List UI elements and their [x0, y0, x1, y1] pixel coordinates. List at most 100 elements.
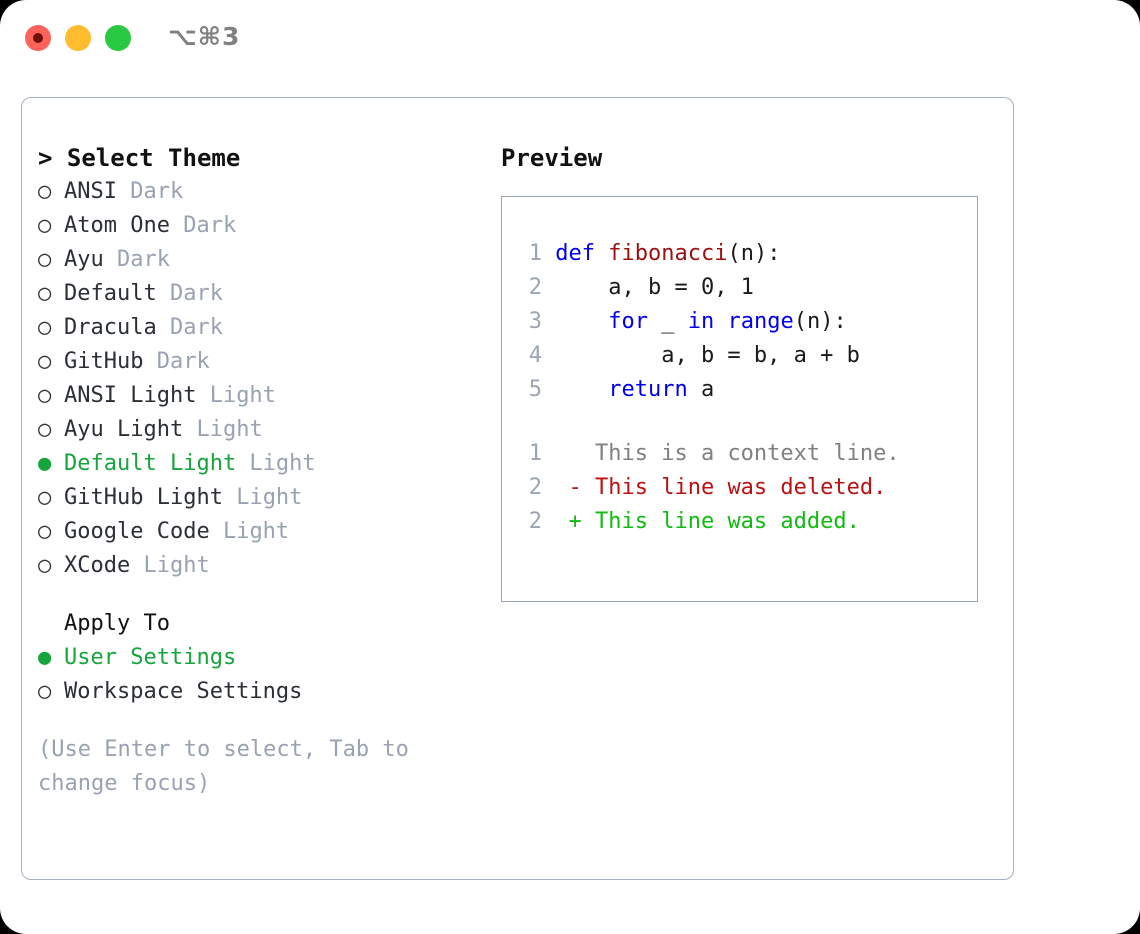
code-token: def — [555, 241, 609, 266]
code-line: 4 a, b = b, a + b — [516, 339, 971, 373]
line-number: 5 — [528, 377, 542, 402]
code-token — [555, 309, 608, 334]
code-token: return — [608, 377, 688, 402]
theme-name: ANSI Light — [64, 383, 197, 408]
radio-unselected-icon: ○ — [38, 417, 52, 442]
diff-text: + This line was added. — [568, 509, 860, 534]
radio-unselected-icon: ○ — [38, 349, 52, 374]
theme-name: Atom One — [64, 213, 170, 238]
theme-variant-tag: Dark — [169, 213, 237, 238]
minimize-button[interactable] — [65, 25, 91, 51]
theme-variant-tag: Dark — [156, 315, 223, 340]
code-token: _ — [647, 309, 688, 334]
window-title: ⌥⌘3 — [168, 22, 241, 51]
theme-name: GitHub Light — [64, 485, 223, 510]
theme-list-item[interactable]: ○ GitHub Light Light — [38, 481, 488, 515]
theme-list-item[interactable]: ○ ANSI Dark — [38, 175, 488, 209]
theme-selector-panel: > Select Theme ○ANSI Dark○Atom One Dark○… — [21, 97, 1014, 880]
diff-line: 1 This is a context line. — [516, 437, 971, 471]
theme-list[interactable]: ○ANSI Dark○Atom One Dark○Ayu Dark○Defaul… — [38, 175, 488, 583]
radio-unselected-icon: ○ — [38, 281, 52, 306]
radio-unselected-icon: ○ — [38, 383, 52, 408]
theme-name: ANSI — [64, 179, 117, 204]
line-number: 2 — [528, 275, 542, 300]
code-token: in — [687, 309, 715, 334]
code-line: 5 return a — [516, 373, 971, 407]
theme-list-item[interactable]: ○Ayu Dark — [38, 243, 488, 277]
theme-list-item[interactable]: ● Default Light Light — [38, 447, 488, 481]
radio-unselected-icon: ○ — [38, 679, 52, 704]
theme-name: Default Light — [64, 451, 237, 476]
line-number: 1 — [528, 441, 542, 466]
theme-list-item[interactable]: ○ Default Dark — [38, 277, 488, 311]
diff-text: - This line was deleted. — [568, 475, 887, 500]
apply-to-header: Apply To — [64, 611, 170, 636]
apply-to-item[interactable]: ● User Settings — [38, 641, 488, 675]
radio-unselected-icon: ○ — [38, 247, 52, 272]
preview-header: Preview — [501, 144, 603, 172]
theme-name: Google Code — [64, 519, 210, 544]
theme-variant-tag: Light — [236, 451, 316, 476]
theme-list-item[interactable]: ○ Google Code Light — [38, 515, 488, 549]
theme-variant-tag: Dark — [103, 247, 170, 272]
theme-name: Default — [64, 281, 157, 306]
code-diff-separator — [516, 407, 971, 437]
code-line: 1 def fibonacci(n): — [516, 237, 971, 271]
theme-list-item[interactable]: ○ ANSI Light Light — [38, 379, 488, 413]
keyboard-hint: (Use Enter to select, Tab to change focu… — [38, 737, 409, 796]
theme-list-item[interactable]: ○Ayu Light Light — [38, 413, 488, 447]
line-number: 3 — [528, 309, 542, 334]
apply-to-label: User Settings — [64, 645, 237, 670]
radio-unselected-icon: ○ — [38, 315, 52, 340]
theme-picker-column: > Select Theme ○ANSI Dark○Atom One Dark○… — [38, 141, 488, 801]
code-token: (n): — [727, 241, 781, 266]
code-token: a, b = 0, 1 — [555, 275, 754, 300]
theme-variant-tag: Light — [222, 485, 303, 510]
radio-selected-icon: ● — [38, 645, 52, 670]
theme-list-item[interactable]: ○ Dracula Dark — [38, 311, 488, 345]
theme-name: GitHub — [64, 349, 144, 374]
radio-unselected-icon: ○ — [38, 213, 52, 238]
maximize-button[interactable] — [105, 25, 131, 51]
radio-unselected-icon: ○ — [38, 553, 52, 578]
theme-name: Dracula — [64, 315, 157, 340]
theme-variant-tag: Light — [209, 519, 290, 544]
line-number: 2 — [528, 509, 542, 534]
code-token: a — [687, 377, 715, 402]
code-token: (n): — [793, 309, 847, 334]
theme-list-item[interactable]: ○XCode Light — [38, 549, 488, 583]
theme-variant-tag: Dark — [156, 281, 223, 306]
radio-unselected-icon: ○ — [38, 179, 52, 204]
theme-variant-tag: Light — [183, 417, 263, 442]
line-number: 2 — [528, 475, 542, 500]
line-number: 1 — [528, 241, 542, 266]
apply-to-section: Apply To ● User Settings ○Workspace Settin… — [38, 607, 488, 709]
line-number: 4 — [528, 343, 542, 368]
code-token: a, b = b, a + b — [555, 343, 860, 368]
code-line: 2 a, b = 0, 1 — [516, 271, 971, 305]
radio-selected-icon: ● — [38, 451, 52, 476]
theme-picker-header: > Select Theme — [38, 144, 241, 172]
diff-line: 2 - This line was deleted. — [516, 471, 971, 505]
radio-unselected-icon: ○ — [38, 485, 52, 510]
radio-unselected-icon: ○ — [38, 519, 52, 544]
diff-text: This is a context line. — [568, 441, 900, 466]
theme-list-item[interactable]: ○ GitHub Dark — [38, 345, 488, 379]
apply-to-item[interactable]: ○Workspace Settings — [38, 675, 488, 709]
code-token: range — [727, 309, 794, 334]
title-bar: ⌥⌘3 — [0, 0, 1140, 78]
theme-variant-tag: Light — [196, 383, 276, 408]
code-token: fibonacci — [608, 241, 728, 266]
code-token — [714, 309, 727, 334]
theme-variant-tag: Dark — [116, 179, 184, 204]
close-icon — [33, 33, 43, 43]
code-token — [555, 377, 608, 402]
theme-variant-tag: Light — [130, 553, 210, 578]
apply-to-list[interactable]: ● User Settings ○Workspace Settings — [38, 641, 488, 709]
theme-variant-tag: Dark — [143, 349, 210, 374]
code-line: 3 for _ in range(n): — [516, 305, 971, 339]
theme-list-item[interactable]: ○ Atom One Dark — [38, 209, 488, 243]
